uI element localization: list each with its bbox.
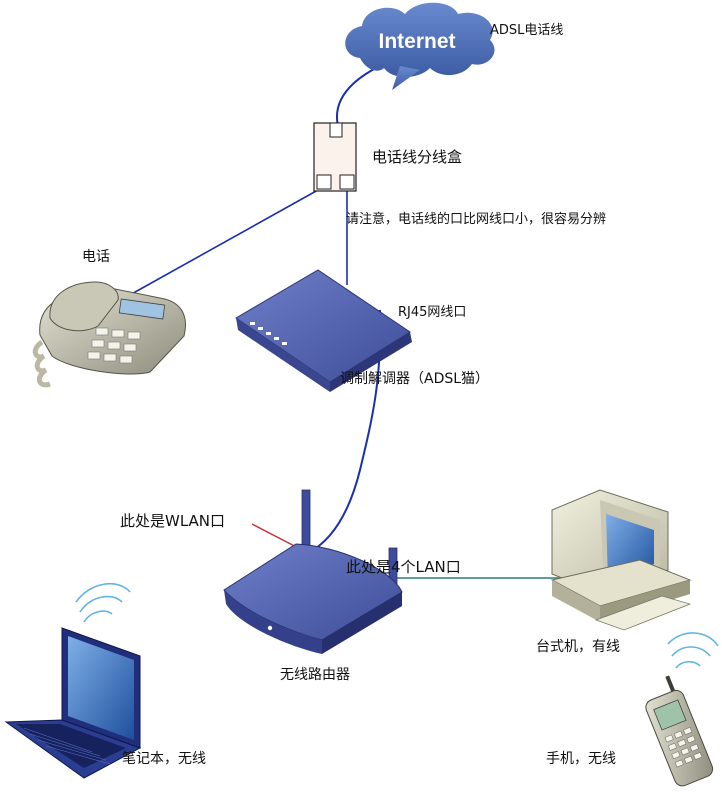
router-label: 无线路由器 [280, 667, 350, 683]
laptop-computer [4, 627, 142, 779]
adsl-line-label: ADSL电话线 [490, 23, 564, 38]
laptop-wifi-icon [75, 583, 131, 623]
port-note: 请注意，电话线的口比网线口小，很容易分辨 [346, 212, 607, 227]
wireless-router [223, 489, 403, 654]
internet-cloud [345, 2, 495, 90]
phone-label: 电话 [82, 249, 110, 265]
adsl-modem [235, 269, 412, 392]
mobile-wifi-icon [667, 632, 719, 669]
mobile-phone [645, 675, 714, 787]
telephone [32, 281, 186, 388]
splitter-label: 电话线分线盒 [372, 148, 463, 166]
rj45-port-label: RJ45网线口 [398, 305, 467, 320]
splitter-to-phone-cable [127, 189, 319, 297]
splitter-box [313, 122, 357, 192]
desktop-label: 台式机，有线 [536, 639, 620, 655]
modem-to-router-cable [307, 309, 382, 554]
internet-label: Internet [378, 30, 455, 53]
modem-label: 调制解调器（ADSL猫） [340, 371, 490, 387]
desktop-computer [550, 489, 692, 631]
mobile-label: 手机，无线 [546, 751, 616, 767]
lan-ports-label: 此处是4个LAN口 [346, 558, 461, 576]
laptop-label: 笔记本，无线 [122, 751, 206, 767]
wlan-port-label: 此处是WLAN口 [120, 512, 226, 530]
